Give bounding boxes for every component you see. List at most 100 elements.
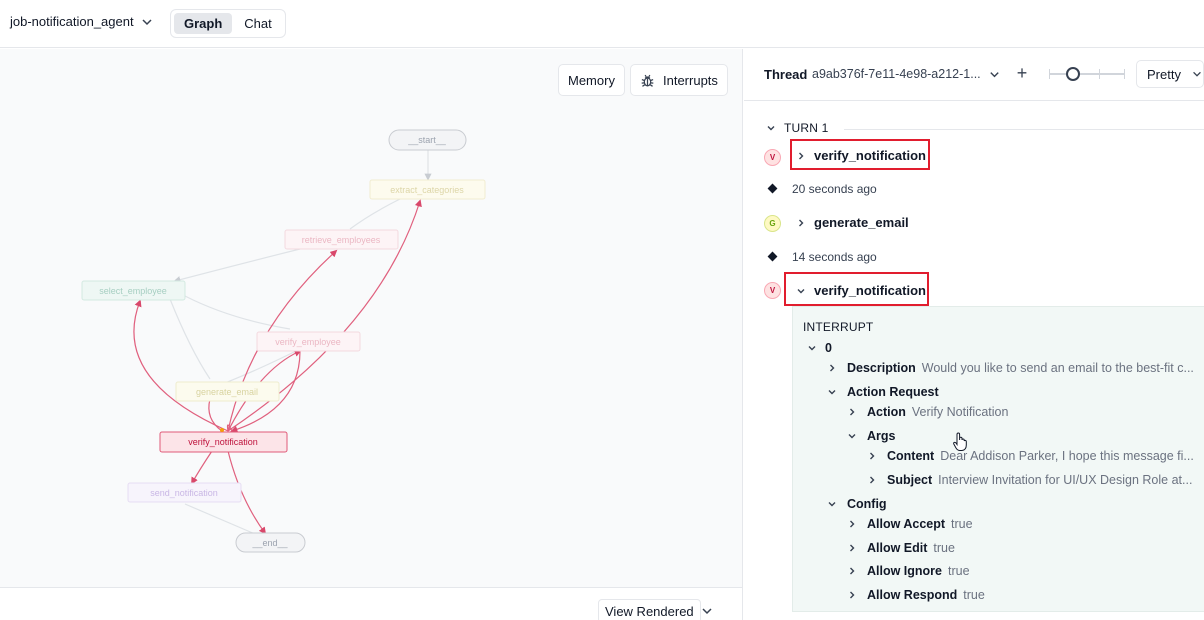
- chevron-right-icon: [850, 520, 855, 528]
- chevron-down-icon[interactable]: [988, 68, 1001, 81]
- graph-node-verify-notification[interactable]: verify_notification: [159, 431, 288, 453]
- chevron-right-icon: [870, 452, 875, 460]
- interrupts-button[interactable]: Interrupts: [630, 64, 728, 96]
- thread-pane: Thread a9ab376f-7e11-4e98-a212-1... + Pr…: [744, 49, 1204, 620]
- chevron-right-icon: [830, 364, 835, 372]
- view-mode-toggle: Graph Chat: [170, 9, 286, 38]
- agent-name: job-notification_agent: [10, 14, 134, 29]
- tab-graph[interactable]: Graph: [174, 13, 233, 34]
- event-timestamp: 14 seconds ago: [792, 250, 877, 264]
- event-node-name: verify_notification: [814, 148, 926, 163]
- chevron-down-icon: [767, 126, 775, 131]
- slider-thumb[interactable]: [1066, 67, 1080, 81]
- event-verify-notification-1[interactable]: verify_notification: [796, 148, 926, 163]
- chevron-down-icon: [808, 346, 816, 351]
- chevron-right-icon: [799, 152, 804, 159]
- chevron-down-icon: [1193, 71, 1201, 77]
- highlight-box: [790, 139, 930, 170]
- event-verify-notification-2[interactable]: verify_notification: [796, 283, 926, 298]
- tree-item-content[interactable]: Content Dear Addison Parker, I hope this…: [867, 449, 1194, 463]
- graph-node-start[interactable]: __start__: [388, 129, 467, 151]
- chevron-right-icon: [850, 591, 855, 599]
- graph-node-generate-label: generate_email: [196, 387, 258, 397]
- event-generate-email[interactable]: generate_email: [796, 215, 909, 230]
- tree-item-action-request[interactable]: Action Request: [827, 385, 939, 399]
- highlight-box: [784, 272, 929, 306]
- view-format-value: Pretty: [1147, 66, 1181, 82]
- chevron-down-icon: [848, 434, 856, 439]
- graph-node-end-label: __end__: [251, 538, 288, 548]
- graph-node-verify-employee[interactable]: verify_employee: [256, 331, 361, 352]
- node-badge-g: G: [764, 215, 781, 232]
- memory-button[interactable]: Memory: [558, 64, 625, 96]
- node-badge-v: V: [764, 282, 781, 299]
- tree-item-index[interactable]: 0: [807, 341, 832, 355]
- tree-key: Allow Accept: [867, 517, 946, 531]
- graph-node-retrieve-employees[interactable]: retrieve_employees: [284, 229, 399, 250]
- graph-node-retrieve-label: retrieve_employees: [302, 235, 381, 245]
- chevron-down-icon[interactable]: [700, 604, 714, 618]
- tree-key: Allow Edit: [867, 541, 928, 555]
- graph-node-verify-notification-label: verify_notification: [188, 437, 258, 447]
- graph-node-extract-categories[interactable]: extract_categories: [369, 179, 486, 200]
- turn-1-toggle[interactable]: TURN 1: [766, 121, 829, 135]
- tree-key: Action: [867, 405, 906, 419]
- agent-selector[interactable]: job-notification_agent: [10, 14, 154, 29]
- tree-item-allow-edit[interactable]: Allow Edit true: [847, 541, 955, 555]
- turn-divider: [844, 129, 1204, 130]
- slider-tick: [1049, 69, 1050, 79]
- graph-node-select-employee[interactable]: select_employee: [81, 280, 186, 301]
- thread-header: Thread a9ab376f-7e11-4e98-a212-1... + Pr…: [744, 49, 1204, 101]
- thread-id-select[interactable]: a9ab376f-7e11-4e98-a212-1...: [812, 67, 981, 81]
- tree-item-subject[interactable]: Subject Interview Invitation for UI/UX D…: [867, 473, 1192, 487]
- top-bar: job-notification_agent Graph Chat: [0, 0, 1204, 48]
- chevron-down-icon: [828, 390, 836, 395]
- tree-item-config[interactable]: Config: [827, 497, 887, 511]
- tree-item-args[interactable]: Args: [847, 429, 895, 443]
- graph-node-send-label: send_notification: [150, 488, 218, 498]
- graph-canvas[interactable]: __start__ extract_categories retrieve_em…: [0, 49, 743, 589]
- tree-key: Action Request: [847, 385, 939, 399]
- graph-node-select-label: select_employee: [99, 286, 167, 296]
- tree-item-description[interactable]: Description Would you like to send an em…: [827, 361, 1194, 375]
- tree-key: Args: [867, 429, 896, 443]
- thread-label: Thread: [764, 67, 808, 82]
- graph-node-extract-label: extract_categories: [390, 185, 464, 195]
- tree-key: Config: [847, 497, 887, 511]
- tree-key: Content: [887, 449, 935, 463]
- tree-key: Allow Ignore: [867, 564, 942, 578]
- event-node-name: verify_notification: [814, 283, 926, 298]
- turn-label: TURN 1: [784, 121, 829, 135]
- tree-item-allow-accept[interactable]: Allow Accept true: [847, 517, 973, 531]
- graph-node-send-notification[interactable]: send_notification: [127, 482, 242, 503]
- timestamp-marker: [767, 251, 778, 262]
- new-thread-button[interactable]: +: [1016, 63, 1028, 83]
- tree-value: true: [948, 564, 970, 578]
- view-rendered-button[interactable]: View Rendered: [598, 599, 701, 620]
- chevron-right-icon: [850, 408, 855, 416]
- graph-node-generate-email[interactable]: generate_email: [175, 381, 280, 402]
- tree-item-allow-respond[interactable]: Allow Respond true: [847, 588, 985, 602]
- memory-button-label: Memory: [568, 72, 615, 88]
- tree-value: Verify Notification: [911, 405, 1009, 419]
- tree-item-action[interactable]: Action Verify Notification: [847, 405, 1008, 419]
- slider-track: [1049, 73, 1125, 75]
- tree-key: Subject: [887, 473, 933, 487]
- tab-chat[interactable]: Chat: [244, 16, 272, 31]
- chevron-down-icon: [828, 502, 836, 507]
- timestamp-marker: [767, 183, 778, 194]
- event-timestamp: 20 seconds ago: [792, 182, 877, 196]
- graph-node-verify-employee-label: verify_employee: [275, 337, 341, 347]
- view-format-select[interactable]: Pretty: [1136, 60, 1204, 88]
- chevron-down-icon: [142, 18, 152, 25]
- chevron-right-icon: [850, 544, 855, 552]
- interrupt-title: INTERRUPT: [803, 320, 874, 334]
- tree-value: true: [933, 541, 955, 555]
- tree-item-allow-ignore[interactable]: Allow Ignore true: [847, 564, 970, 578]
- tree-key: Description: [847, 361, 916, 375]
- graph-node-end[interactable]: __end__: [235, 532, 306, 553]
- history-slider[interactable]: [1049, 66, 1125, 82]
- tree-value: true: [951, 517, 973, 531]
- tree-value: true: [963, 588, 985, 602]
- tree-key: Allow Respond: [867, 588, 958, 602]
